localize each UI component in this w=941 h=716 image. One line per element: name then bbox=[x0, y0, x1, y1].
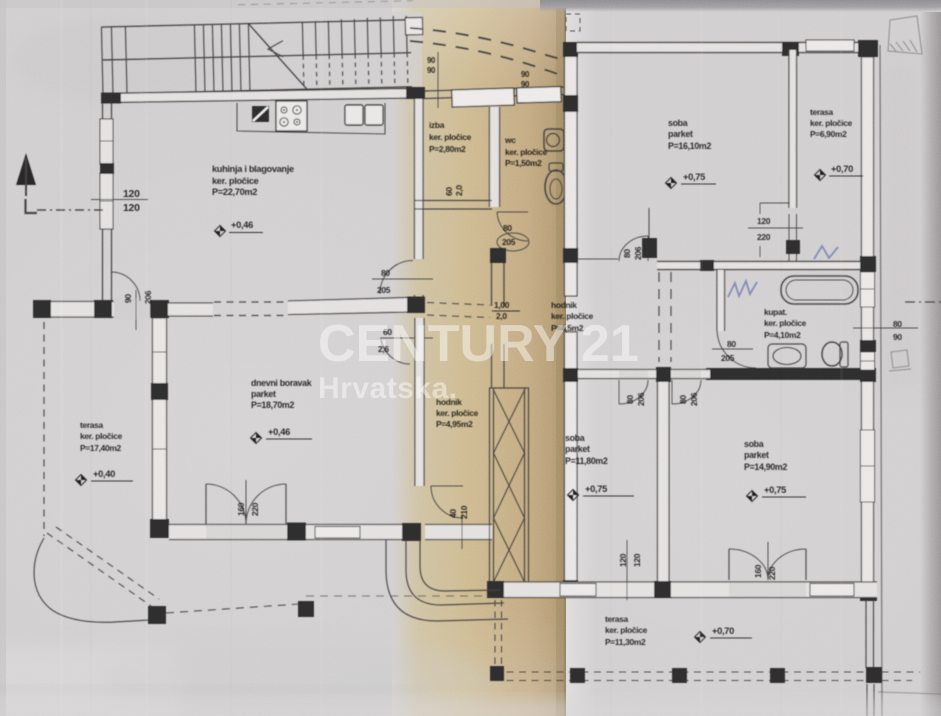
svg-text:CENTURY 21: CENTURY 21 bbox=[318, 315, 639, 373]
svg-text:Hrvatska.: Hrvatska. bbox=[318, 372, 458, 405]
